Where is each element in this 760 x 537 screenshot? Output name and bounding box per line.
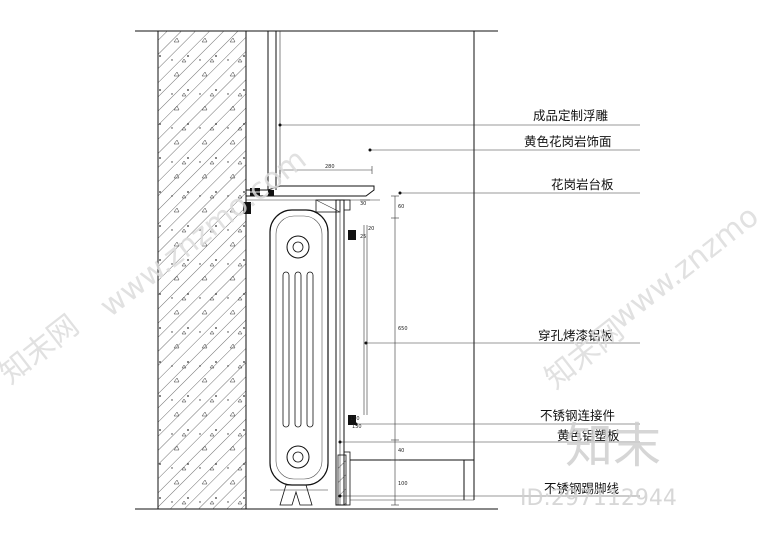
- concrete-wall: [157, 31, 247, 509]
- granite-facing: [267, 31, 281, 196]
- label-granite-slab: 花岗岩台板: [551, 177, 614, 192]
- dim-d2: 60: [398, 204, 404, 210]
- dim-top-width: 280: [325, 164, 335, 170]
- radiator: [269, 199, 341, 506]
- label-granite-face: 黄色花岗岩饰面: [524, 134, 612, 149]
- dim-d7: 40: [398, 448, 404, 454]
- watermark-id: ID:297112944: [520, 486, 677, 511]
- perforated-panel: [335, 199, 368, 506]
- label-stainless-base: 不锈钢踢脚线: [544, 481, 620, 496]
- dim-d8: 100: [398, 481, 408, 487]
- dim-d6: 130: [352, 424, 362, 430]
- watermark-logo-right: 知末网: [538, 313, 630, 396]
- watermark: www.znzmo.com 知末网 www.znzmo.com 知末网 知末 I…: [0, 142, 760, 511]
- watermark-big-logo: 知末: [565, 418, 661, 474]
- dim-height-main: 650: [398, 326, 408, 332]
- watermark-logo-left: 知末网: [0, 308, 86, 391]
- label-carved: 成品定制浮雕: [533, 108, 609, 123]
- watermark-url-right: www.znzmo.com: [603, 154, 760, 336]
- dim-d4: 25: [360, 234, 366, 240]
- label-steel-connector: 不锈钢连接件: [540, 408, 615, 423]
- label-perforated-panel: 穿孔烤漆铝板: [538, 328, 614, 343]
- dim-d1: 30: [360, 201, 366, 207]
- dimensions: 280 30 20 25 60 650 40 100 150 130: [279, 164, 408, 506]
- base-block: [350, 459, 475, 501]
- leader-lines: [278, 123, 640, 498]
- label-yellow-board: 黄色铝塑板: [557, 428, 620, 443]
- dim-d3: 20: [368, 226, 374, 232]
- dim-d5: 150: [350, 416, 360, 422]
